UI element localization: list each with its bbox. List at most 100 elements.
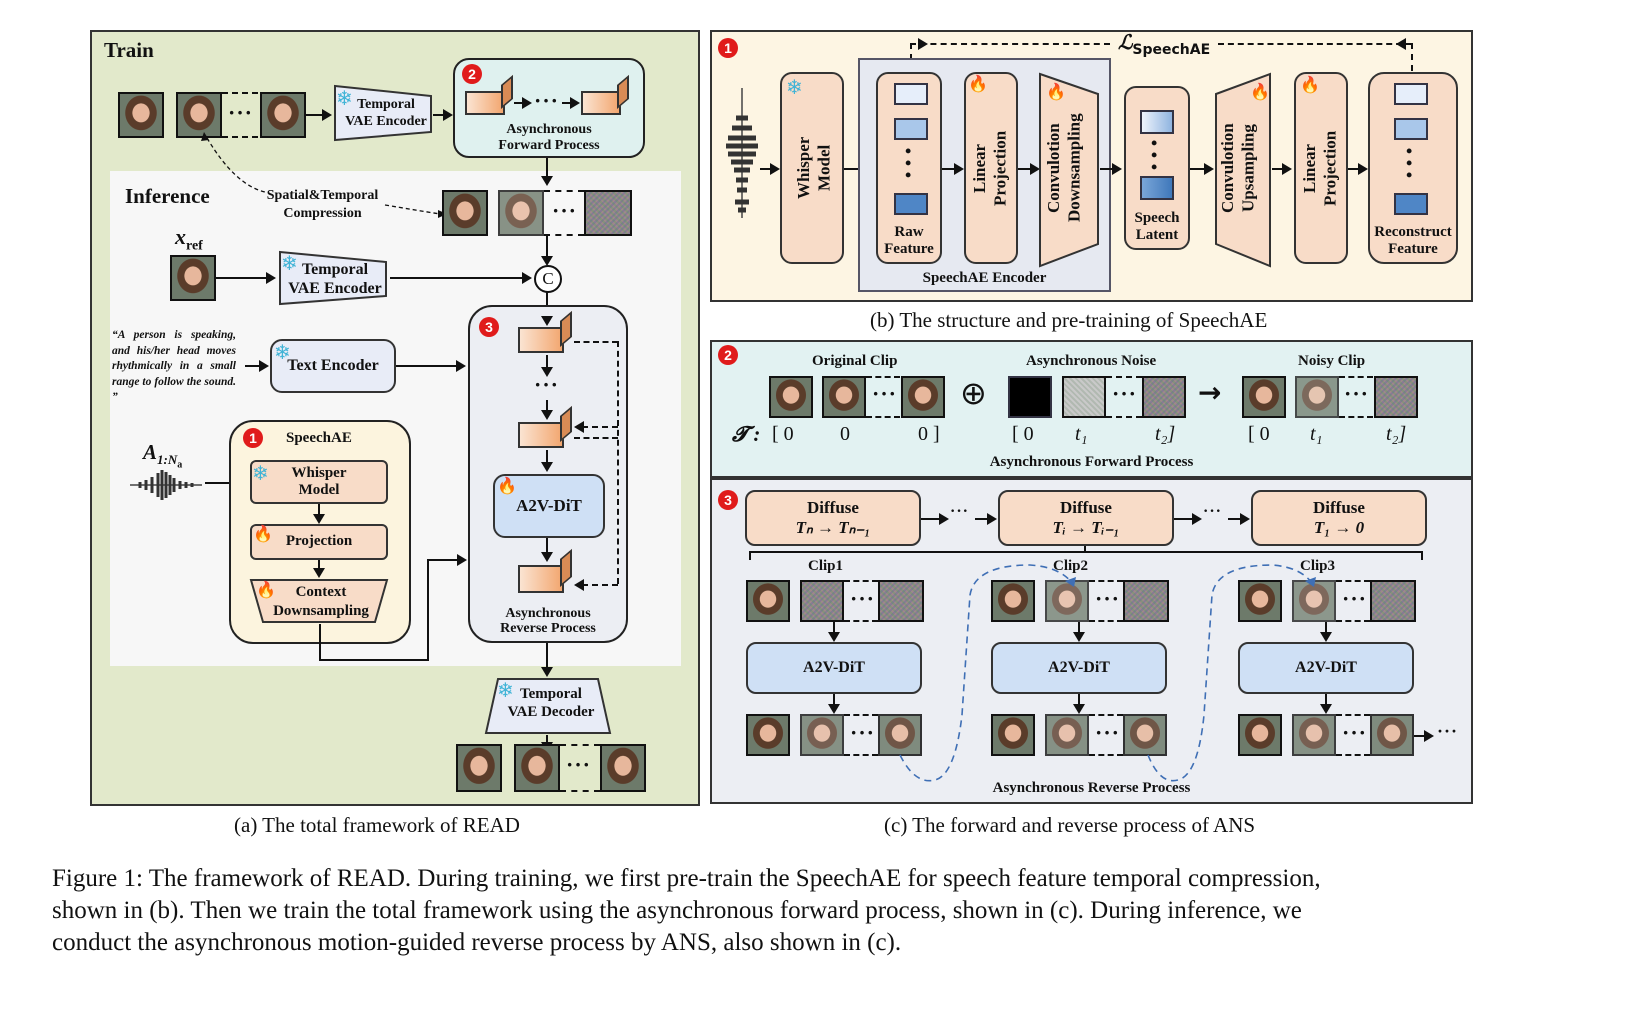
figure-caption-line-2: shown in (b). Then we train the total fr… [52,897,1302,924]
output-frame [600,744,646,792]
noisy-frame [1242,376,1286,418]
arrow [1174,518,1194,520]
ellipsis: ··· [1095,586,1121,611]
arrow-head [457,554,467,566]
diffuse-formula: Tᵢ → Tᵢ₋₁ [1052,518,1120,537]
arrow [514,102,526,104]
noisy-frame [1295,376,1339,418]
t-original-2: 0 ] [918,423,940,445]
fire-icon: 🔥 [1046,82,1066,101]
label-line: Asynchronous [505,606,591,621]
frame-dash [1089,714,1123,716]
frame-dash [560,790,600,792]
arrow-head [541,552,553,562]
arrow [396,365,458,367]
clip-output-frame [800,714,844,756]
arrow-head [322,109,332,121]
linear-projection-dec [1294,72,1348,264]
frame-dash [866,376,900,378]
arrow-head [313,568,325,578]
label-line: VAE Encoder [345,113,427,129]
arrow-head [1240,513,1250,525]
frame-dash [222,92,258,94]
step-brace [749,546,1423,560]
snowflake-icon: ❄ [497,678,514,702]
ellipsis: ··· [872,381,898,406]
ellipsis: ··· [1342,720,1368,745]
arrow [318,504,320,516]
temporal-vae-encoder-top-label: Temporal VAE Encoder [340,97,432,131]
label-line: Whisper [291,464,347,481]
latent-cube [518,422,564,448]
badge-3: 3 [479,317,499,337]
linear-projection-enc [964,72,1018,264]
diffuse-formula: T₁ → 0 [1313,518,1365,537]
label-line: Temporal [520,686,582,702]
label-line: Convulotion [1044,123,1063,213]
frame-dash [1106,416,1142,418]
frame-dash [1336,714,1370,716]
arrow [833,622,835,634]
latent-cube [1140,176,1174,200]
ellipsis: ··· [566,752,592,777]
arrow [205,482,241,484]
clip-output-frame [1292,714,1336,756]
feature-cube [894,118,928,140]
frame-dash [544,190,584,192]
label-line: Compression [283,205,362,221]
trailing-ellipsis: ··· [1437,721,1459,741]
noise-frame-heavy [1142,376,1186,418]
fire-icon: 🔥 [497,476,517,495]
label-line: Downsampling [273,602,369,619]
arrow [546,158,548,178]
fire-icon: 🔥 [968,74,988,93]
frame-dash [1336,754,1370,756]
noisy-frame-heavy [1374,376,1418,418]
noise-frame [584,190,632,236]
arrow-head [259,360,269,372]
noisy-clip-label: Noisy Clip [1298,353,1366,369]
arrow-head [541,667,553,677]
arrow-head [443,109,453,121]
input-frame [118,92,164,138]
arrow-head [918,38,928,50]
arrow [760,168,772,170]
speechae-encoder-label: SpeechAE Encoder [922,270,1047,286]
arrow-head [541,410,553,420]
arrow [306,114,324,116]
frame-dash [844,714,878,716]
ellipsis-vertical: ••• [905,141,912,185]
audio-waveform-icon [130,470,202,500]
arrow [1190,168,1206,170]
arrow [1078,694,1080,706]
t-original-0: [ 0 [772,423,794,445]
noise-frame-light [1062,376,1106,418]
temporal-vae-encoder-top [334,84,432,142]
reference-frame [170,255,216,301]
arrow [942,168,956,170]
arrow [1325,694,1327,706]
label-line: Reconstruct [1374,223,1452,240]
clip-output-frame [1238,714,1282,756]
arrow [546,355,548,369]
async-noise-label: Asynchronous Noise [1026,353,1157,369]
async-reverse-process-label: Asynchronous Reverse Process [992,780,1191,796]
t-original-1: 0 [840,423,850,445]
arrow [546,236,548,258]
projection-label: Projection [285,533,353,550]
ellipsis: ··· [534,372,560,397]
a2v-dit-label: A2V-DiT [803,658,865,676]
feedback-dash [574,341,618,343]
arrow-head [1030,163,1040,175]
arrow [390,277,524,279]
arrow [546,643,548,669]
ellipsis: ··· [228,100,254,125]
fire-icon: 🔥 [256,580,276,599]
arrow-symbol: → [1198,376,1222,409]
fire-icon: 🔥 [1250,82,1270,101]
arrow-head [1424,730,1434,742]
